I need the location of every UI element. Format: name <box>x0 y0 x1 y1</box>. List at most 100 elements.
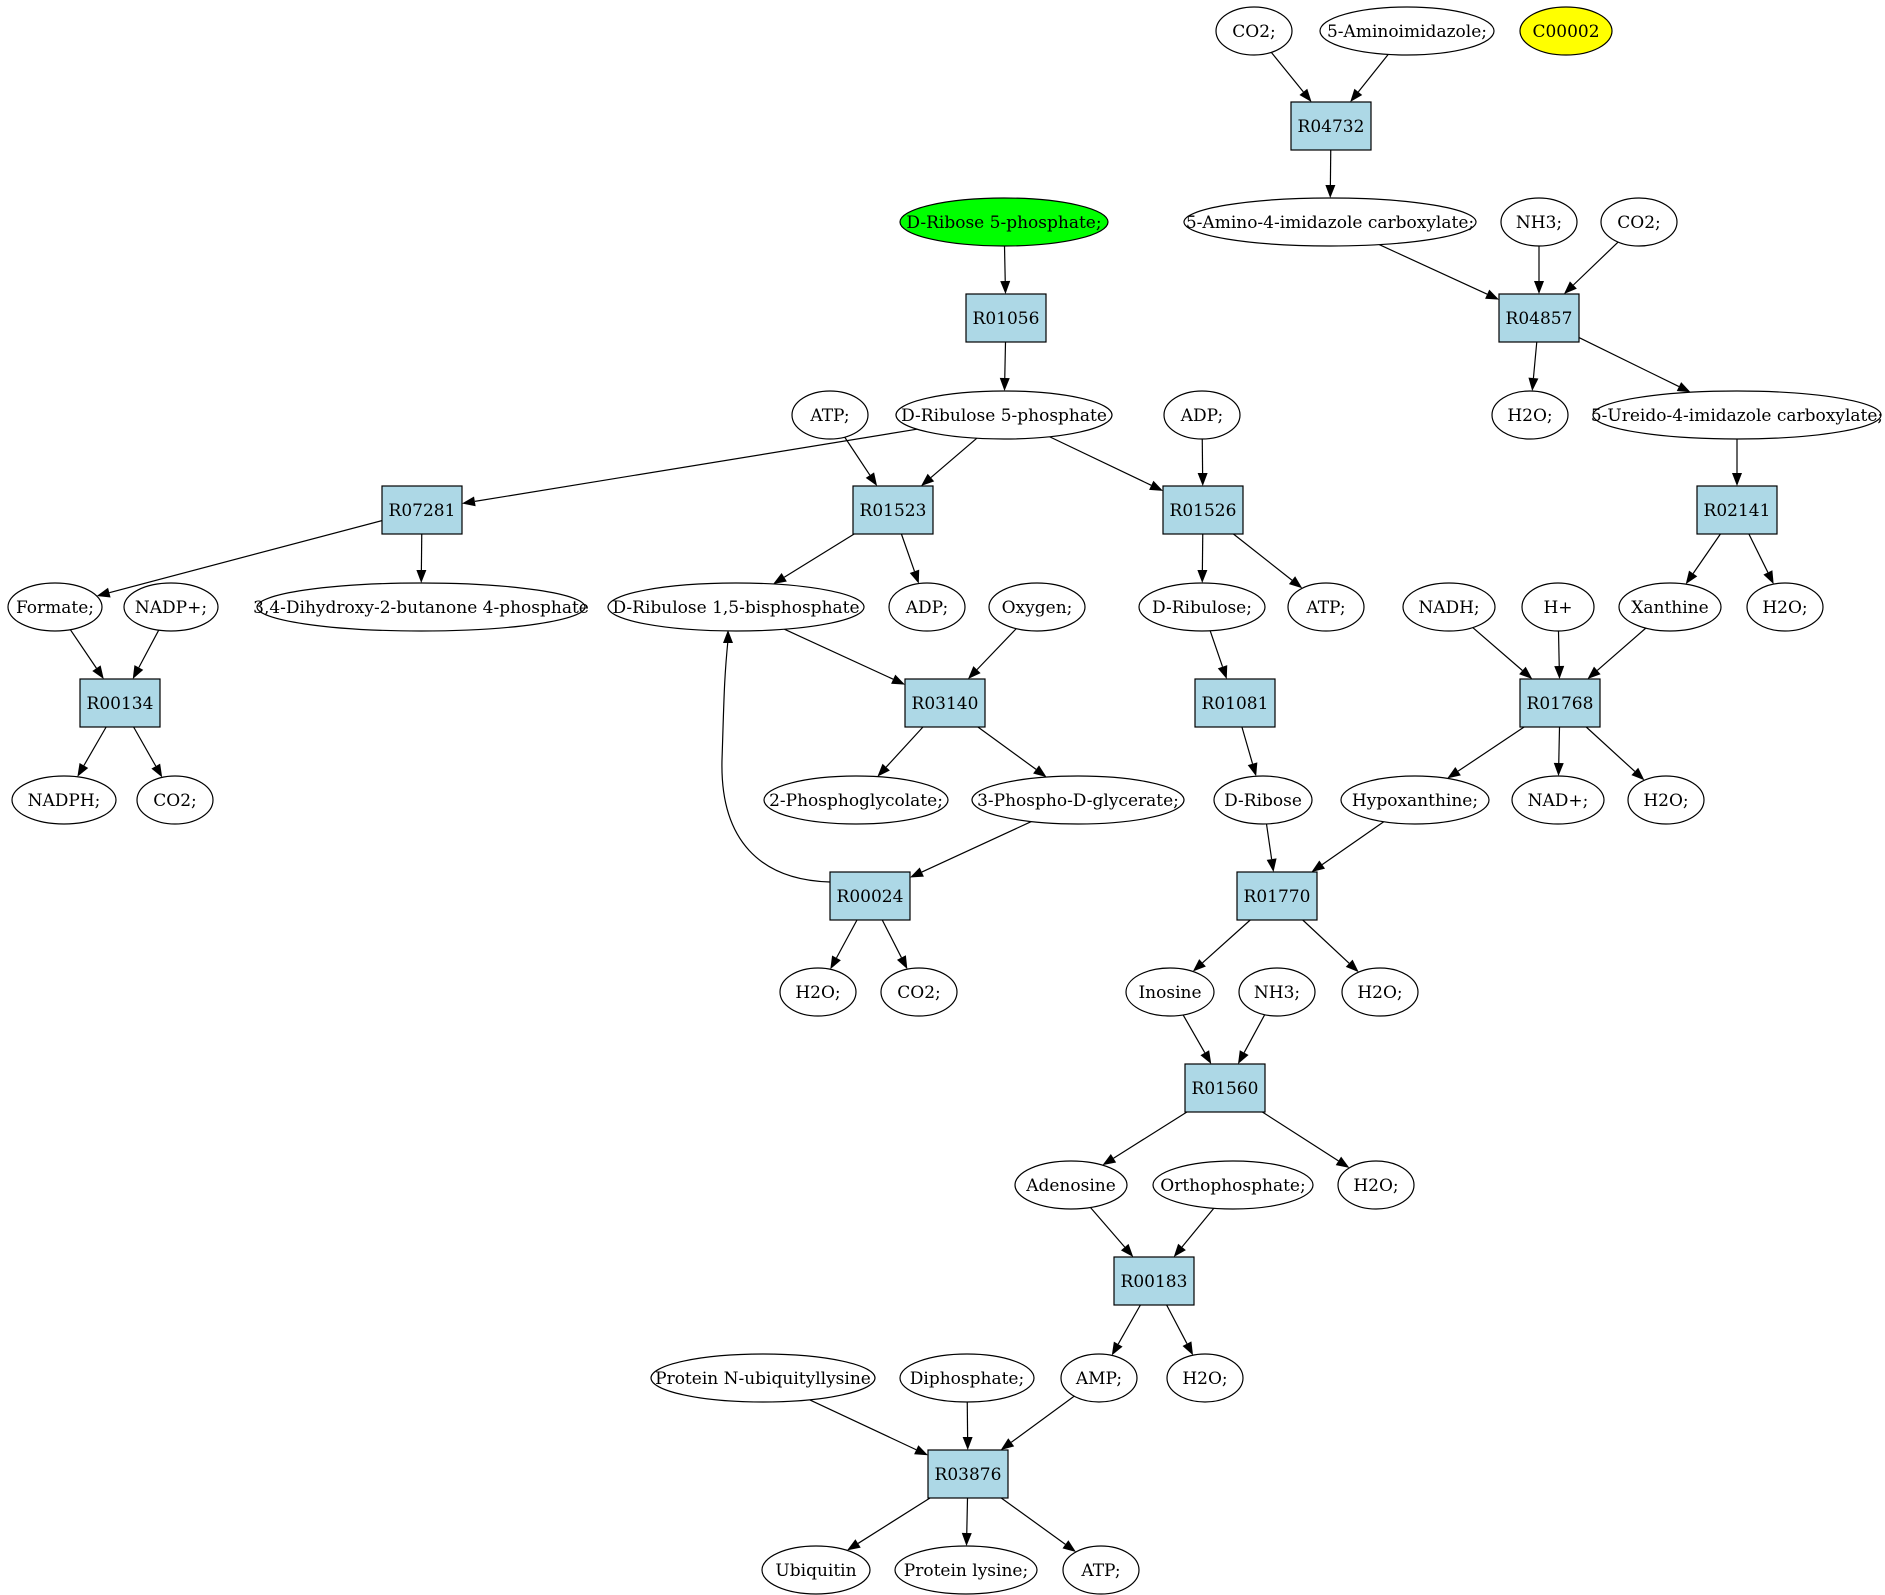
compound-node-atp_b[interactable]: ATP; <box>1287 582 1365 632</box>
compound-node-nadph[interactable]: NADPH; <box>11 775 117 825</box>
compound-label: Formate; <box>16 598 94 618</box>
arrowhead <box>1062 1540 1076 1552</box>
compound-node-aicarbox[interactable]: 5-Amino-4-imidazole carboxylate; <box>1183 197 1477 247</box>
compound-node-h2o_d[interactable]: H2O; <box>779 967 857 1017</box>
compound-node-ureido[interactable]: 5-Ureido-4-imidazole carboxylate; <box>1591 390 1883 440</box>
compound-node-amp[interactable]: AMP; <box>1060 1353 1138 1403</box>
arrowhead <box>1102 1153 1117 1166</box>
compound-node-diphos[interactable]: Diphosphate; <box>899 1353 1035 1403</box>
arrowhead <box>877 763 890 777</box>
compound-node-h2o_f[interactable]: H2O; <box>1337 1160 1415 1210</box>
compound-node-nadp[interactable]: NADP+; <box>123 582 219 632</box>
reaction-node-R03140[interactable]: R03140 <box>904 678 986 728</box>
compound-ellipse <box>1062 1545 1140 1595</box>
compound-node-co2_top[interactable]: CO2; <box>1215 6 1293 56</box>
compound-node-h2o_a[interactable]: H2O; <box>1491 390 1569 440</box>
compound-label: 2-Phosphoglycolate; <box>769 791 943 811</box>
compound-node-atp_a[interactable]: ATP; <box>791 390 869 440</box>
edge-R01560-to-adenosine <box>1102 1111 1188 1166</box>
compound-node-nadh[interactable]: NADH; <box>1402 582 1496 632</box>
compound-ellipse <box>1125 967 1215 1017</box>
reaction-box <box>1290 101 1372 151</box>
compound-label: H2O; <box>795 983 840 1003</box>
arrowhead <box>896 955 908 970</box>
compound-node-co2_c[interactable]: CO2; <box>880 967 958 1017</box>
reaction-box <box>79 678 161 728</box>
compound-node-co2_a[interactable]: CO2; <box>1600 197 1678 247</box>
compound-node-rubp[interactable]: D-Ribulose 1,5-bisphosphate <box>607 582 865 632</box>
reaction-label: R00183 <box>1121 1272 1188 1292</box>
edge-line <box>977 726 1037 770</box>
compound-node-co2_b[interactable]: CO2; <box>136 775 214 825</box>
reaction-node-R07281[interactable]: R07281 <box>381 485 463 535</box>
reaction-node-R00183[interactable]: R00183 <box>1113 1256 1195 1306</box>
compound-node-formate[interactable]: Formate; <box>7 582 103 632</box>
reaction-node-R04857[interactable]: R04857 <box>1498 293 1580 343</box>
reaction-node-R01056[interactable]: R01056 <box>965 293 1047 343</box>
compound-node-adp_a[interactable]: ADP; <box>1163 390 1241 440</box>
compound-ellipse <box>1213 775 1313 825</box>
compound-node-nh3_a[interactable]: NH3; <box>1500 197 1578 247</box>
compound-node-nh3_b[interactable]: NH3; <box>1238 967 1316 1017</box>
compound-node-dhbp[interactable]: 3,4-Dihydroxy-2-butanone 4-phosphate <box>253 582 589 632</box>
compound-node-pga[interactable]: 3-Phospho-D-glycerate; <box>971 775 1185 825</box>
edge-R01526-to-ribulose <box>1197 533 1208 584</box>
edge-line <box>1578 337 1680 388</box>
arrowhead <box>1000 280 1011 294</box>
edge-inosine-to-R01560 <box>1182 1014 1212 1064</box>
reaction-box <box>1498 293 1580 343</box>
compound-node-xanthine[interactable]: Xanthine <box>1618 582 1722 632</box>
reaction-node-R01081[interactable]: R01081 <box>1194 678 1276 728</box>
compound-node-inosine[interactable]: Inosine <box>1125 967 1215 1017</box>
edge-nh3_a-to-R04857 <box>1534 246 1544 294</box>
compound-node-h2o_c[interactable]: H2O; <box>1627 775 1705 825</box>
arrowhead <box>1266 858 1277 872</box>
compound-node-h2o_b[interactable]: H2O; <box>1746 582 1824 632</box>
compound-node-ribulose[interactable]: D-Ribulose; <box>1138 582 1266 632</box>
reaction-node-R04732[interactable]: R04732 <box>1290 101 1372 151</box>
reaction-label: R01523 <box>860 501 927 521</box>
edge-R01770-to-h2o_e <box>1302 919 1359 973</box>
edge-R00134-to-co2_b <box>133 726 163 778</box>
arrowhead <box>891 674 905 685</box>
compound-node-c00002[interactable]: C00002 <box>1519 6 1613 56</box>
compound-node-protub[interactable]: Protein N-ubiquityllysine <box>650 1353 876 1403</box>
compound-node-oxygen[interactable]: Oxygen; <box>988 582 1086 632</box>
compound-node-adenosine[interactable]: Adenosine <box>1014 1160 1128 1210</box>
reaction-node-R01560[interactable]: R01560 <box>1184 1063 1266 1113</box>
compound-label: H+ <box>1543 598 1572 618</box>
compound-node-dribose[interactable]: D-Ribose <box>1213 775 1313 825</box>
edge-R03876-to-ubiquitin <box>847 1497 931 1551</box>
reaction-node-R00134[interactable]: R00134 <box>79 678 161 728</box>
arrowhead <box>1197 472 1208 486</box>
compound-node-aminoimidazole[interactable]: 5-Aminoimidazole; <box>1319 6 1495 56</box>
arrowhead <box>968 666 981 679</box>
arrowhead <box>1350 88 1363 102</box>
compound-node-ubiquitin[interactable]: Ubiquitin <box>761 1545 871 1595</box>
reaction-node-R03876[interactable]: R03876 <box>927 1449 1009 1499</box>
compound-node-ribose5p[interactable]: D-Ribose 5-phosphate; <box>899 197 1109 247</box>
compound-node-ribulose5p[interactable]: D-Ribulose 5-phosphate <box>895 390 1113 440</box>
edge-rubp-to-R03140 <box>784 628 905 685</box>
edge-line <box>844 436 871 476</box>
compound-node-adp_b[interactable]: ADP; <box>888 582 966 632</box>
arrowhead <box>1238 1050 1249 1064</box>
reaction-node-R01523[interactable]: R01523 <box>852 485 934 535</box>
compound-node-h2o_e[interactable]: H2O; <box>1341 967 1419 1017</box>
reaction-node-R01768[interactable]: R01768 <box>1519 678 1601 728</box>
compound-node-atp_c[interactable]: ATP; <box>1062 1545 1140 1595</box>
compound-node-hypox[interactable]: Hypoxanthine; <box>1340 775 1490 825</box>
compound-node-protlys[interactable]: Protein lysine; <box>894 1545 1038 1595</box>
compound-node-h2o_g[interactable]: H2O; <box>1166 1353 1244 1403</box>
compound-label: Hypoxanthine; <box>1352 791 1478 811</box>
reaction-node-R01526[interactable]: R01526 <box>1162 485 1244 535</box>
reaction-node-R02141[interactable]: R02141 <box>1696 485 1778 535</box>
compound-label: CO2; <box>1617 213 1661 233</box>
compound-node-hplus[interactable]: H+ <box>1521 582 1595 632</box>
reaction-node-R00024[interactable]: R00024 <box>829 871 911 921</box>
compound-node-orthophos[interactable]: Orthophosphate; <box>1152 1160 1314 1210</box>
compound-node-pglycolate[interactable]: 2-Phosphoglycolate; <box>763 775 949 825</box>
compound-ellipse <box>899 1353 1035 1403</box>
reaction-node-R01770[interactable]: R01770 <box>1236 871 1318 921</box>
compound-node-nad[interactable]: NAD+; <box>1511 775 1605 825</box>
